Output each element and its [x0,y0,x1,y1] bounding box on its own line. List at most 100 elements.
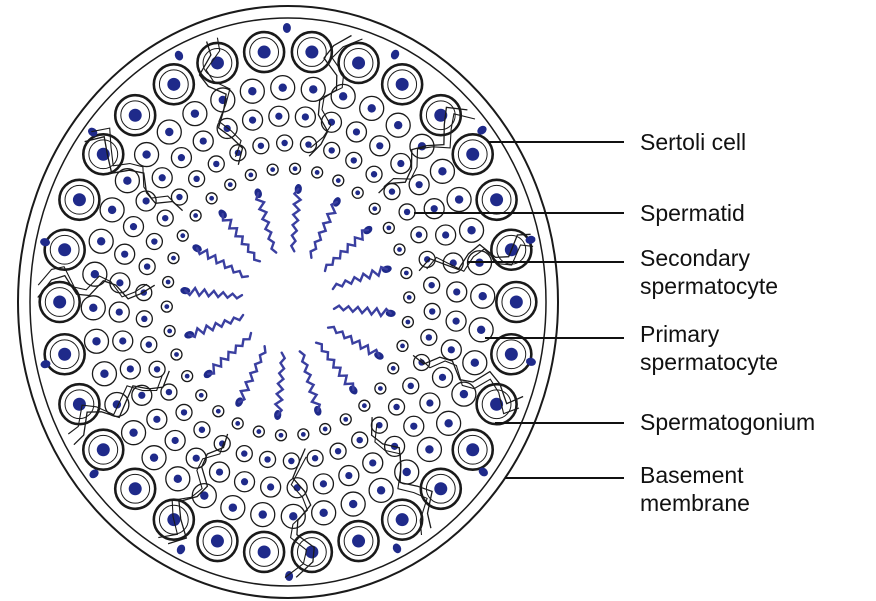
primary-spermatocyte-nucleus [174,475,182,483]
spermatogonium-nucleus [505,348,518,361]
primary-spermatocyte-nucleus [349,500,357,508]
spermatid-nucleus [372,206,377,211]
secondary-spermatocyte-nucleus [288,458,294,464]
spermatogonium-nucleus [53,296,66,309]
spermatogonium-nucleus [466,443,479,456]
primary-spermatocyte-nucleus [241,478,248,485]
primary-spermatocyte-nucleus [159,174,166,181]
spermatid-nucleus [405,320,410,325]
label-primary-spermatocyte: Primary spermatocyte [640,321,778,375]
spermatid-nucleus [171,256,176,261]
spermatogonium-nucleus [305,46,318,59]
primary-spermatocyte-nucleus [142,150,150,158]
primary-spermatocyte-nucleus [397,160,404,167]
spermatid-nucleus [323,427,328,432]
spermatid-nucleus [386,225,391,230]
primary-spermatocyte-nucleus [425,445,433,453]
spermatid-nucleus [228,182,233,187]
primary-spermatocyte-nucleus [97,237,105,245]
label-basement-membrane: Basement membrane [640,462,750,516]
primary-spermatocyte-nucleus [121,251,128,258]
spermatogonium-nucleus [129,482,142,495]
basement-membrane-inner [30,18,546,586]
primary-spermatocyte-nucleus [200,137,207,144]
label-spermatogonium: Spermatogonium [640,409,815,435]
spermatogonium-nucleus [58,243,71,256]
secondary-spermatocyte-nucleus [329,147,335,153]
primary-spermatocyte-nucleus [309,85,317,93]
spermatogonium-nucleus [211,535,224,548]
spermatogonium-nucleus [258,545,271,558]
primary-spermatocyte-nucleus [178,154,185,161]
secondary-spermatocyte-nucleus [408,383,414,389]
primary-spermatocyte-nucleus [477,326,485,334]
spermatid-nucleus [164,304,169,309]
spermatid-nucleus [209,196,214,201]
spermatogonium-nucleus [490,193,503,206]
primary-spermatocyte-nucleus [403,468,411,476]
spermatid-nucleus [378,386,383,391]
spermatogonium-nucleus [510,296,523,309]
primary-spermatocyte-nucleus [119,337,126,344]
secondary-spermatocyte-nucleus [213,161,219,167]
primary-spermatocyte-nucleus [452,318,459,325]
secondary-spermatocyte-nucleus [193,176,199,182]
label-sertoli-cell: Sertoli cell [640,129,746,155]
secondary-spermatocyte-nucleus [429,308,435,314]
spermatid-nucleus [193,213,198,218]
spermatogonium-nucleus [305,545,318,558]
primary-spermatocyte-nucleus [438,167,446,175]
spermatid-nucleus [336,178,341,183]
primary-spermatocyte-nucleus [319,509,327,517]
spermatogonium-nucleus [73,398,86,411]
spermatid-nucleus [404,271,409,276]
secondary-spermatocyte-nucleus [312,455,318,461]
primary-spermatocyte-nucleus [249,117,256,124]
spermatogonium-nucleus [352,56,365,69]
spermatid-nucleus [362,403,367,408]
primary-spermatocyte-nucleus [153,416,160,423]
spermatid-nucleus [199,393,204,398]
secondary-spermatocyte-nucleus [154,366,160,372]
primary-spermatocyte-nucleus [471,359,479,367]
primary-spermatocyte-nucleus [377,486,385,494]
spermatid-nucleus [185,374,190,379]
primary-spermatocyte-nucleus [426,399,433,406]
primary-spermatocyte-nucleus [453,288,460,295]
primary-spermatocyte-nucleus [460,390,468,398]
spermatogonium-nucleus [58,348,71,361]
spermatogonium-nucleus [396,513,409,526]
primary-spermatocyte-nucleus [229,503,237,511]
primary-spermatocyte-nucleus [193,455,200,462]
secondary-spermatocyte-nucleus [389,188,395,194]
secondary-spermatocyte-nucleus [264,456,270,462]
primary-spermatocyte-nucleus [143,197,150,204]
primary-spermatocyte-nucleus [92,337,100,345]
primary-spermatocyte-nucleus [320,480,327,487]
primary-spermatocyte-nucleus [130,223,137,230]
primary-spermatocyte-nucleus [439,374,446,381]
secondary-spermatocyte-nucleus [144,263,150,269]
primary-spermatocyte-nucleus [191,109,199,117]
primary-spermatocyte-nucleus [116,308,123,315]
spermatogonium-nucleus [466,148,479,161]
secondary-spermatocyte-nucleus [181,409,187,415]
spermatogonium-nucleus [129,109,142,122]
sertoli-nucleus [283,23,291,33]
primary-spermatocyte-nucleus [127,365,134,372]
spermatid-nucleus [400,344,405,349]
primary-spermatocyte-nucleus [431,205,438,212]
spermatid-nucleus [256,429,261,434]
primary-spermatocyte-nucleus [394,121,402,129]
primary-spermatocyte-nucleus [172,437,179,444]
secondary-spermatocyte-nucleus [426,334,432,340]
primary-spermatocyte-nucleus [165,128,173,136]
spermatid-nucleus [174,352,179,357]
primary-spermatocyte-nucleus [339,92,347,100]
primary-spermatocyte-nucleus [108,206,116,214]
spermatid-nucleus [293,166,298,171]
secondary-spermatocyte-nucleus [371,171,377,177]
secondary-spermatocyte-nucleus [241,450,247,456]
primary-spermatocyte-nucleus [150,453,158,461]
secondary-spermatocyte-nucleus [404,209,410,215]
